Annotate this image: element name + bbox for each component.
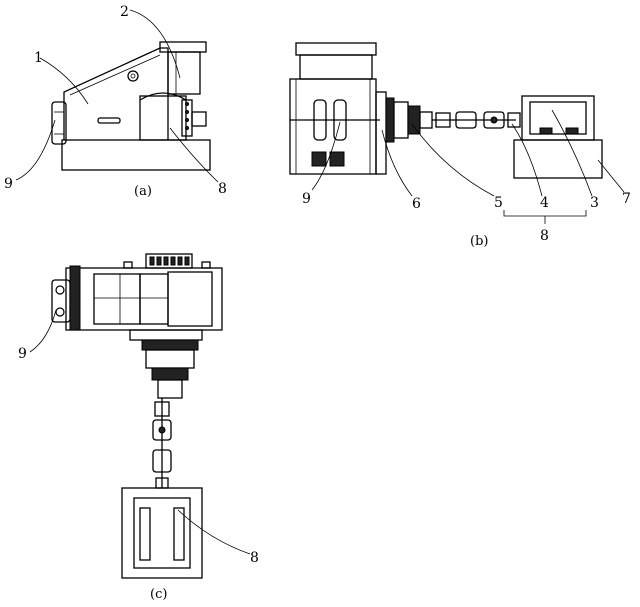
leader-c-8 — [177, 509, 251, 555]
leader-b-5 — [411, 123, 495, 197]
panel-b-bearing-seat — [375, 91, 387, 175]
callout-b-5: 5 — [494, 195, 503, 211]
panel-a-drawing — [15, 9, 219, 183]
panel-c-joint-1 — [154, 401, 170, 417]
leader-b-3 — [551, 109, 593, 197]
leader-b-7 — [597, 159, 625, 193]
panel-c-housing — [65, 267, 223, 331]
callout-c-8: 8 — [250, 550, 259, 566]
panel-b-drawing — [289, 42, 625, 224]
caption-c: (c) — [150, 587, 167, 602]
panel-b-plate-1 — [311, 151, 327, 167]
panel-b-shaft-joint-3 — [483, 111, 505, 129]
panel-b-coupling — [393, 101, 409, 139]
callout-b-9: 9 — [302, 191, 311, 207]
callout-b-8: 8 — [540, 228, 549, 244]
panel-c-lower-frame — [129, 329, 203, 341]
callout-a-9: 9 — [4, 176, 13, 192]
leader-a-1 — [39, 57, 89, 105]
panel-a-base — [61, 139, 211, 171]
panel-b-upper-box — [299, 54, 373, 80]
panel-b-plate-2 — [329, 151, 345, 167]
panel-b-collar — [419, 111, 433, 129]
callout-b-4: 4 — [540, 195, 549, 211]
caption-b: (b) — [470, 234, 488, 249]
leader-a-9 — [15, 119, 56, 181]
callout-a-1: 1 — [34, 50, 43, 66]
panel-c-chamber-3 — [167, 271, 213, 327]
panel-c-chamber-1 — [93, 273, 141, 325]
callout-a-2: 2 — [120, 4, 129, 20]
panel-c-joint-2 — [152, 419, 172, 441]
callout-c-9: 9 — [18, 346, 27, 362]
leader-c-9 — [29, 309, 57, 353]
panel-b-top-frame — [295, 42, 377, 56]
callout-b-6: 6 — [412, 196, 421, 212]
leader-b-6 — [381, 129, 413, 197]
callout-b-7: 7 — [622, 191, 631, 207]
panel-c-motor — [133, 497, 191, 569]
panel-b-reducer — [407, 105, 421, 135]
leader-b-9 — [311, 121, 341, 191]
leader-a-8 — [169, 127, 219, 183]
panel-a-shaft-end — [191, 111, 207, 127]
panel-a-bearing-housing — [139, 95, 187, 141]
panel-a-slot — [97, 117, 121, 124]
panel-b-shaft-joint-2 — [455, 111, 477, 129]
caption-a: (a) — [134, 184, 152, 199]
leader-b-4 — [511, 123, 543, 197]
panel-a-side-box — [51, 101, 67, 145]
panel-b-motor-base — [513, 139, 603, 179]
gear-icon — [127, 70, 139, 82]
panel-b-flange — [385, 97, 395, 143]
callout-b-3: 3 — [590, 195, 599, 211]
panel-b-shaft-joint-1 — [435, 112, 451, 128]
panel-b-joint-pin — [490, 116, 498, 124]
leader-a-2 — [129, 9, 181, 79]
panel-c-motor-base — [121, 487, 203, 579]
panel-c-grille — [145, 253, 193, 269]
panel-c-collar — [157, 379, 183, 399]
panel-c-coupling — [145, 349, 195, 369]
panel-a-hopper — [167, 51, 201, 95]
panel-b-motor-body — [529, 101, 587, 135]
panel-c-reducer — [151, 367, 189, 381]
panel-c-flange — [141, 339, 199, 351]
panel-c-chamber-2 — [139, 273, 169, 325]
callout-a-8: 8 — [218, 181, 227, 197]
panel-c-drawing — [29, 253, 251, 579]
panel-c-joint-3 — [152, 449, 172, 473]
